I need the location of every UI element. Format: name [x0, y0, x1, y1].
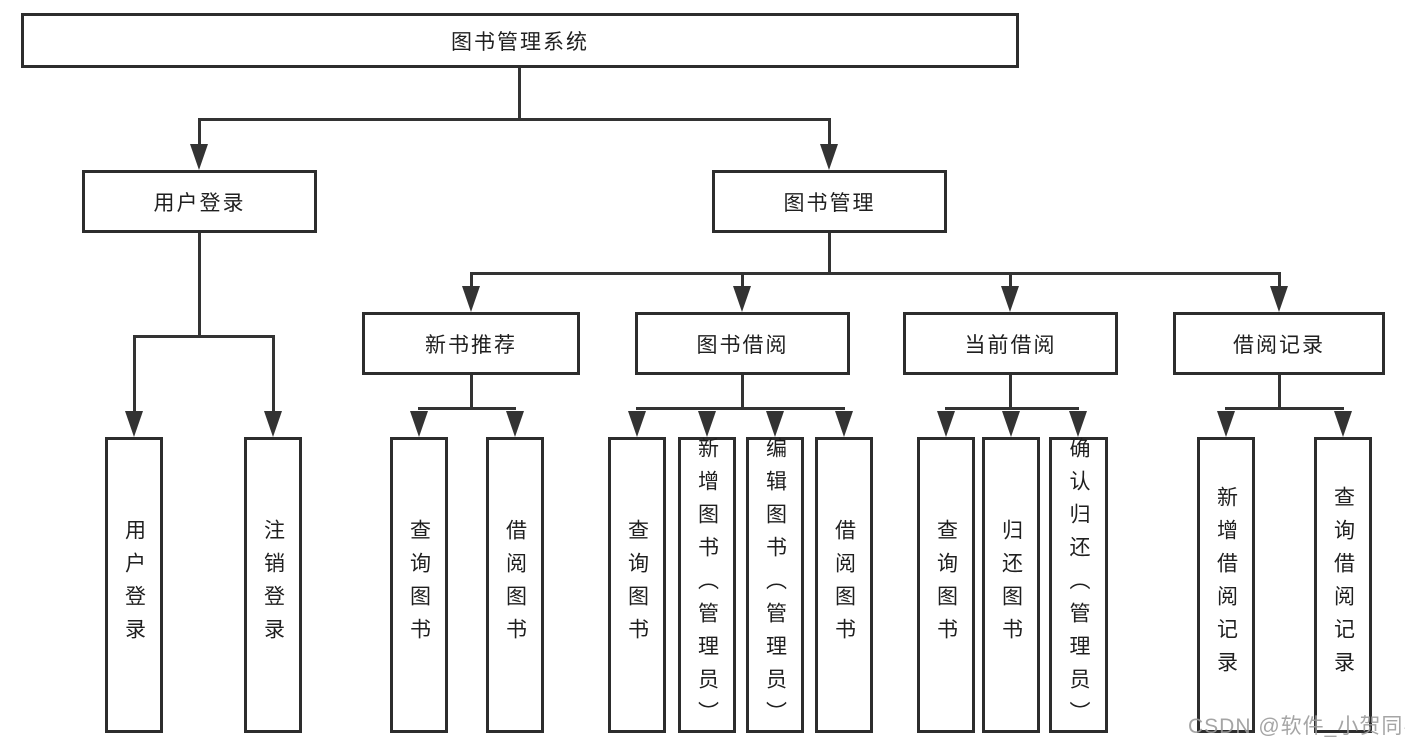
node-user-login-label: 用户登录	[153, 191, 246, 215]
node-book-borrow-label: 图书借阅	[696, 333, 789, 357]
connector-line	[418, 407, 516, 410]
leaf-br-query-record-label: 查询借阅记录	[1331, 486, 1355, 684]
arrow-down-icon	[698, 411, 716, 437]
leaf-cb-return-books: 归还图书	[982, 437, 1040, 733]
node-user-login: 用户登录	[82, 170, 317, 233]
node-new-book-recommend-label: 新书推荐	[425, 333, 517, 357]
connector-line	[518, 68, 521, 120]
node-book-management: 图书管理	[712, 170, 947, 233]
connector-line	[1278, 272, 1281, 292]
arrow-down-icon	[1270, 286, 1288, 312]
node-new-book-recommend: 新书推荐	[362, 312, 580, 375]
arrow-down-icon	[937, 411, 955, 437]
node-library-system-label: 图书管理系统	[451, 30, 589, 54]
leaf-bb-borrow-books-label: 借阅图书	[832, 519, 856, 651]
arrow-down-icon	[1002, 411, 1020, 437]
leaf-logout: 注销登录	[244, 437, 302, 733]
leaf-br-add-record-label: 新增借阅记录	[1214, 486, 1238, 684]
connector-line	[133, 335, 275, 338]
arrow-down-icon	[1069, 411, 1087, 437]
arrow-down-icon	[190, 144, 208, 170]
connector-line	[1278, 375, 1281, 409]
connector-line	[828, 233, 831, 274]
connector-line	[1009, 272, 1012, 292]
leaf-bb-edit-books-admin: 编辑图书（管理员）	[746, 436, 804, 734]
leaf-nbr-query-books-label: 查询图书	[407, 519, 431, 651]
arrow-down-icon	[820, 144, 838, 170]
leaf-cb-return-books-label: 归还图书	[999, 519, 1023, 651]
arrow-down-icon	[462, 286, 480, 312]
leaf-br-query-record: 查询借阅记录	[1314, 437, 1372, 733]
connector-line	[741, 272, 744, 292]
csdn-watermark: CSDN @软件_小贺同学	[1188, 715, 1405, 738]
connector-line	[198, 233, 201, 337]
leaf-user-login-label: 用户登录	[122, 519, 146, 651]
leaf-bb-add-books-admin-label: 新增图书（管理员）	[695, 436, 719, 734]
connector-line	[828, 118, 831, 152]
leaf-br-add-record: 新增借阅记录	[1197, 437, 1255, 733]
connector-line	[470, 375, 473, 409]
leaf-logout-label: 注销登录	[261, 519, 285, 651]
connector-line	[133, 335, 136, 411]
arrow-down-icon	[628, 411, 646, 437]
leaf-bb-query-books-label: 查询图书	[625, 519, 649, 651]
leaf-nbr-borrow-books: 借阅图书	[486, 437, 544, 733]
leaf-cb-query-books: 查询图书	[917, 437, 975, 733]
leaf-cb-confirm-return-admin: 确认归还（管理员）	[1049, 436, 1108, 734]
connector-line	[945, 407, 1079, 410]
connector-line	[470, 272, 1280, 275]
arrow-down-icon	[766, 411, 784, 437]
leaf-bb-borrow-books: 借阅图书	[815, 437, 873, 733]
leaf-bb-query-books: 查询图书	[608, 437, 666, 733]
leaf-nbr-borrow-books-label: 借阅图书	[503, 519, 527, 651]
leaf-cb-confirm-return-admin-label: 确认归还（管理员）	[1067, 436, 1090, 734]
leaf-user-login: 用户登录	[105, 437, 163, 733]
leaf-bb-add-books-admin: 新增图书（管理员）	[678, 436, 736, 734]
arrow-down-icon	[1334, 411, 1352, 437]
arrow-down-icon	[835, 411, 853, 437]
leaf-nbr-query-books: 查询图书	[390, 437, 448, 733]
connector-line	[470, 272, 473, 292]
node-current-borrow-label: 当前借阅	[964, 333, 1057, 357]
node-current-borrow: 当前借阅	[903, 312, 1118, 375]
node-book-management-label: 图书管理	[783, 191, 876, 215]
arrow-down-icon	[1217, 411, 1235, 437]
leaf-cb-query-books-label: 查询图书	[934, 519, 958, 651]
connector-line	[1225, 407, 1344, 410]
connector-line	[636, 407, 845, 410]
connector-line	[1009, 375, 1012, 409]
node-borrow-records: 借阅记录	[1173, 312, 1385, 375]
node-book-borrow: 图书借阅	[635, 312, 850, 375]
arrow-down-icon	[506, 411, 524, 437]
connector-line	[741, 375, 744, 409]
arrow-down-icon	[733, 286, 751, 312]
arrow-down-icon	[125, 411, 143, 437]
connector-line	[198, 118, 201, 152]
arrow-down-icon	[1001, 286, 1019, 312]
node-library-system: 图书管理系统	[21, 13, 1019, 68]
arrow-down-icon	[410, 411, 428, 437]
connector-line	[198, 118, 831, 121]
leaf-bb-edit-books-admin-label: 编辑图书（管理员）	[763, 436, 787, 734]
connector-line	[272, 335, 275, 411]
node-borrow-records-label: 借阅记录	[1233, 333, 1325, 357]
arrow-down-icon	[264, 411, 282, 437]
